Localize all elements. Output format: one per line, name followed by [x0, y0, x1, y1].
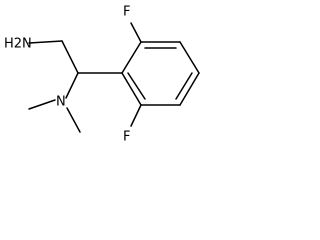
bond-nh2-ch2 [28, 40, 63, 44]
fluorine-top-label: F [123, 5, 130, 20]
bond-ring-f-bottom [130, 104, 142, 127]
bond-ch2-ch [61, 40, 79, 74]
nh2-label: H2N [4, 37, 32, 52]
ring-bond-c6-c1 [121, 72, 142, 106]
bond-ch-n [65, 72, 79, 99]
ring-double-bond-left [127, 72, 146, 100]
ring-double-bond-right [175, 72, 193, 100]
bond-n-methyl-left [28, 99, 56, 110]
ring-bond-c3-c4 [179, 41, 200, 74]
bond-ring-f-top [130, 22, 142, 43]
ring-bond-c4-c5 [179, 72, 200, 106]
structure-diagram: H2N N F F [4, 5, 200, 145]
ring-bond-c1-c2 [121, 41, 142, 74]
bond-n-methyl-down [66, 107, 81, 133]
fluorine-bottom-label: F [123, 130, 130, 145]
nitrogen-label: N [56, 95, 66, 110]
